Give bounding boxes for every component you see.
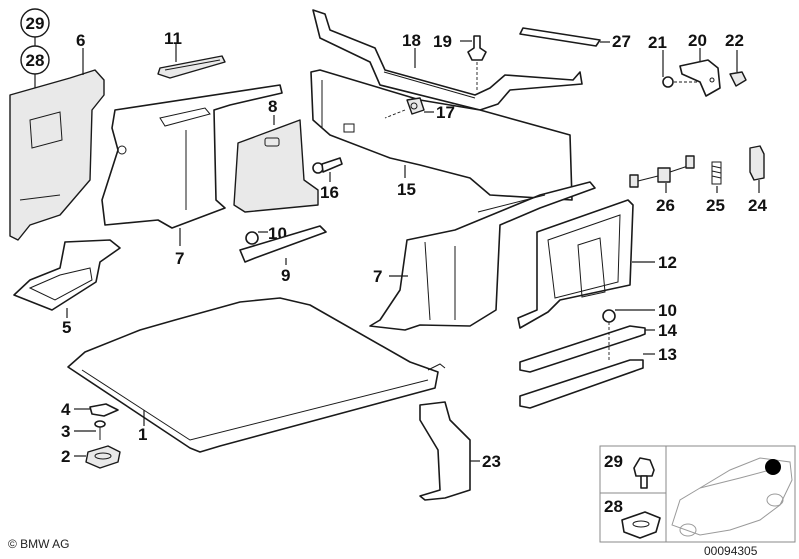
circled-label-29-text: 29 — [26, 14, 45, 33]
part-13-rail[interactable] — [519, 322, 644, 409]
part-7-left-side-trim[interactable] — [101, 84, 283, 229]
callout-18[interactable]: 18 — [402, 31, 421, 50]
diagram-number: 00094305 — [704, 544, 758, 558]
inset-car-outline — [671, 457, 793, 537]
part-5-storage-tray[interactable] — [13, 239, 121, 311]
callout-12[interactable]: 12 — [658, 253, 677, 272]
callout-5[interactable]: 5 — [62, 318, 71, 337]
callout-23[interactable]: 23 — [482, 452, 501, 471]
part-25-spring[interactable] — [711, 161, 722, 185]
callout-21[interactable]: 21 — [648, 33, 667, 52]
inset-label-28[interactable]: 28 — [604, 497, 623, 516]
callout-4[interactable]: 4 — [61, 400, 71, 419]
part-27-strip[interactable] — [519, 27, 601, 47]
part-14-strip[interactable] — [519, 325, 646, 373]
inset-part-28-grommet[interactable] — [621, 511, 661, 539]
part-18-trim-rail[interactable] — [312, 9, 583, 111]
callout-10-lower[interactable]: 10 — [658, 301, 677, 320]
callout-25[interactable]: 25 — [706, 196, 725, 215]
callout-6[interactable]: 6 — [76, 31, 85, 50]
part-3-screw[interactable] — [94, 420, 106, 440]
part-22-clip[interactable] — [729, 71, 747, 87]
callout-26[interactable]: 26 — [656, 196, 675, 215]
callout-11[interactable]: 11 — [164, 29, 182, 48]
callout-27[interactable]: 27 — [612, 32, 631, 51]
callout-14[interactable]: 14 — [658, 321, 677, 340]
callout-19[interactable]: 19 — [433, 32, 452, 51]
part-4-pad[interactable] — [89, 403, 119, 417]
part-10-nut-lower[interactable] — [602, 309, 616, 323]
part-12-frame[interactable] — [517, 199, 634, 329]
callout-2[interactable]: 2 — [61, 447, 70, 466]
part-10-nut-upper[interactable] — [245, 231, 259, 245]
part-16-screw[interactable] — [312, 157, 343, 174]
part-20-bracket[interactable] — [679, 59, 721, 97]
callout-7-left[interactable]: 7 — [175, 249, 184, 268]
part-24-latch[interactable] — [749, 145, 765, 181]
callout-3[interactable]: 3 — [61, 422, 70, 441]
callout-8[interactable]: 8 — [268, 97, 277, 116]
circled-label-28[interactable]: 28 — [20, 45, 50, 75]
part-26-cable[interactable] — [629, 155, 695, 188]
callout-7-right[interactable]: 7 — [373, 267, 382, 286]
callout-17[interactable]: 17 — [436, 103, 455, 122]
copyright-text: © BMW AG — [8, 537, 70, 551]
part-7-right-side-trim[interactable] — [369, 181, 596, 331]
part-8-cover-panel[interactable] — [233, 119, 319, 213]
callout-13[interactable]: 13 — [658, 345, 677, 364]
circled-label-29[interactable]: 29 — [20, 8, 50, 38]
callout-16[interactable]: 16 — [320, 183, 339, 202]
part-9-rail[interactable] — [239, 225, 327, 263]
inset-location-marker — [765, 459, 781, 475]
callout-9[interactable]: 9 — [281, 266, 290, 285]
callout-22[interactable]: 22 — [725, 31, 744, 50]
inset-part-29-clip[interactable] — [633, 457, 655, 489]
callout-1[interactable]: 1 — [138, 425, 147, 444]
part-1-floor-mat[interactable] — [67, 297, 446, 453]
part-2-grommet[interactable] — [85, 445, 121, 469]
part-6-side-trim-panel[interactable] — [9, 69, 105, 241]
inset-label-29[interactable]: 29 — [604, 452, 623, 471]
part-21-nut[interactable] — [662, 76, 674, 88]
part-17-bracket[interactable] — [406, 97, 425, 115]
callout-15[interactable]: 15 — [397, 180, 416, 199]
part-23-bracket[interactable] — [419, 401, 471, 501]
part-11-pad[interactable] — [157, 55, 226, 79]
part-19-clip[interactable] — [467, 35, 487, 61]
circled-label-28-text: 28 — [26, 51, 45, 70]
callout-24[interactable]: 24 — [748, 196, 767, 215]
callout-20[interactable]: 20 — [688, 31, 707, 50]
